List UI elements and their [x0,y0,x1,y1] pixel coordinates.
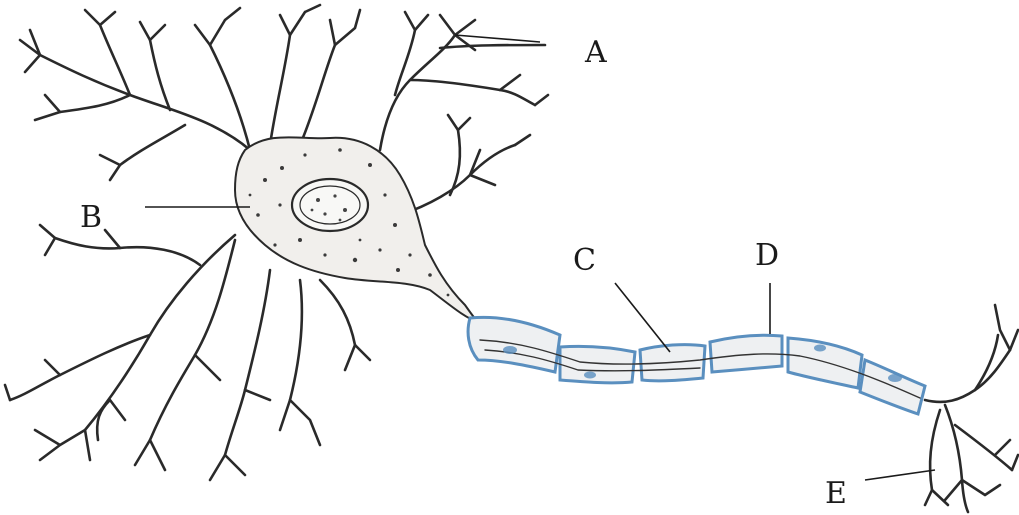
label-e: E [825,476,847,511]
myelin-sheath [468,317,925,414]
label-c: C [573,243,596,278]
axon-terminals [925,305,1018,512]
leader-line-e [865,470,935,480]
myelin-segment-6 [860,360,925,414]
label-b: B [80,200,102,235]
label-a: A [584,35,607,70]
nucleus [292,179,368,231]
label-d: D [755,238,779,273]
leader-line-c [615,283,670,352]
leader-line-a [455,35,540,42]
myelin-segment-5 [788,338,862,388]
myelin-segment-1 [468,317,560,372]
cell-body [235,137,478,322]
